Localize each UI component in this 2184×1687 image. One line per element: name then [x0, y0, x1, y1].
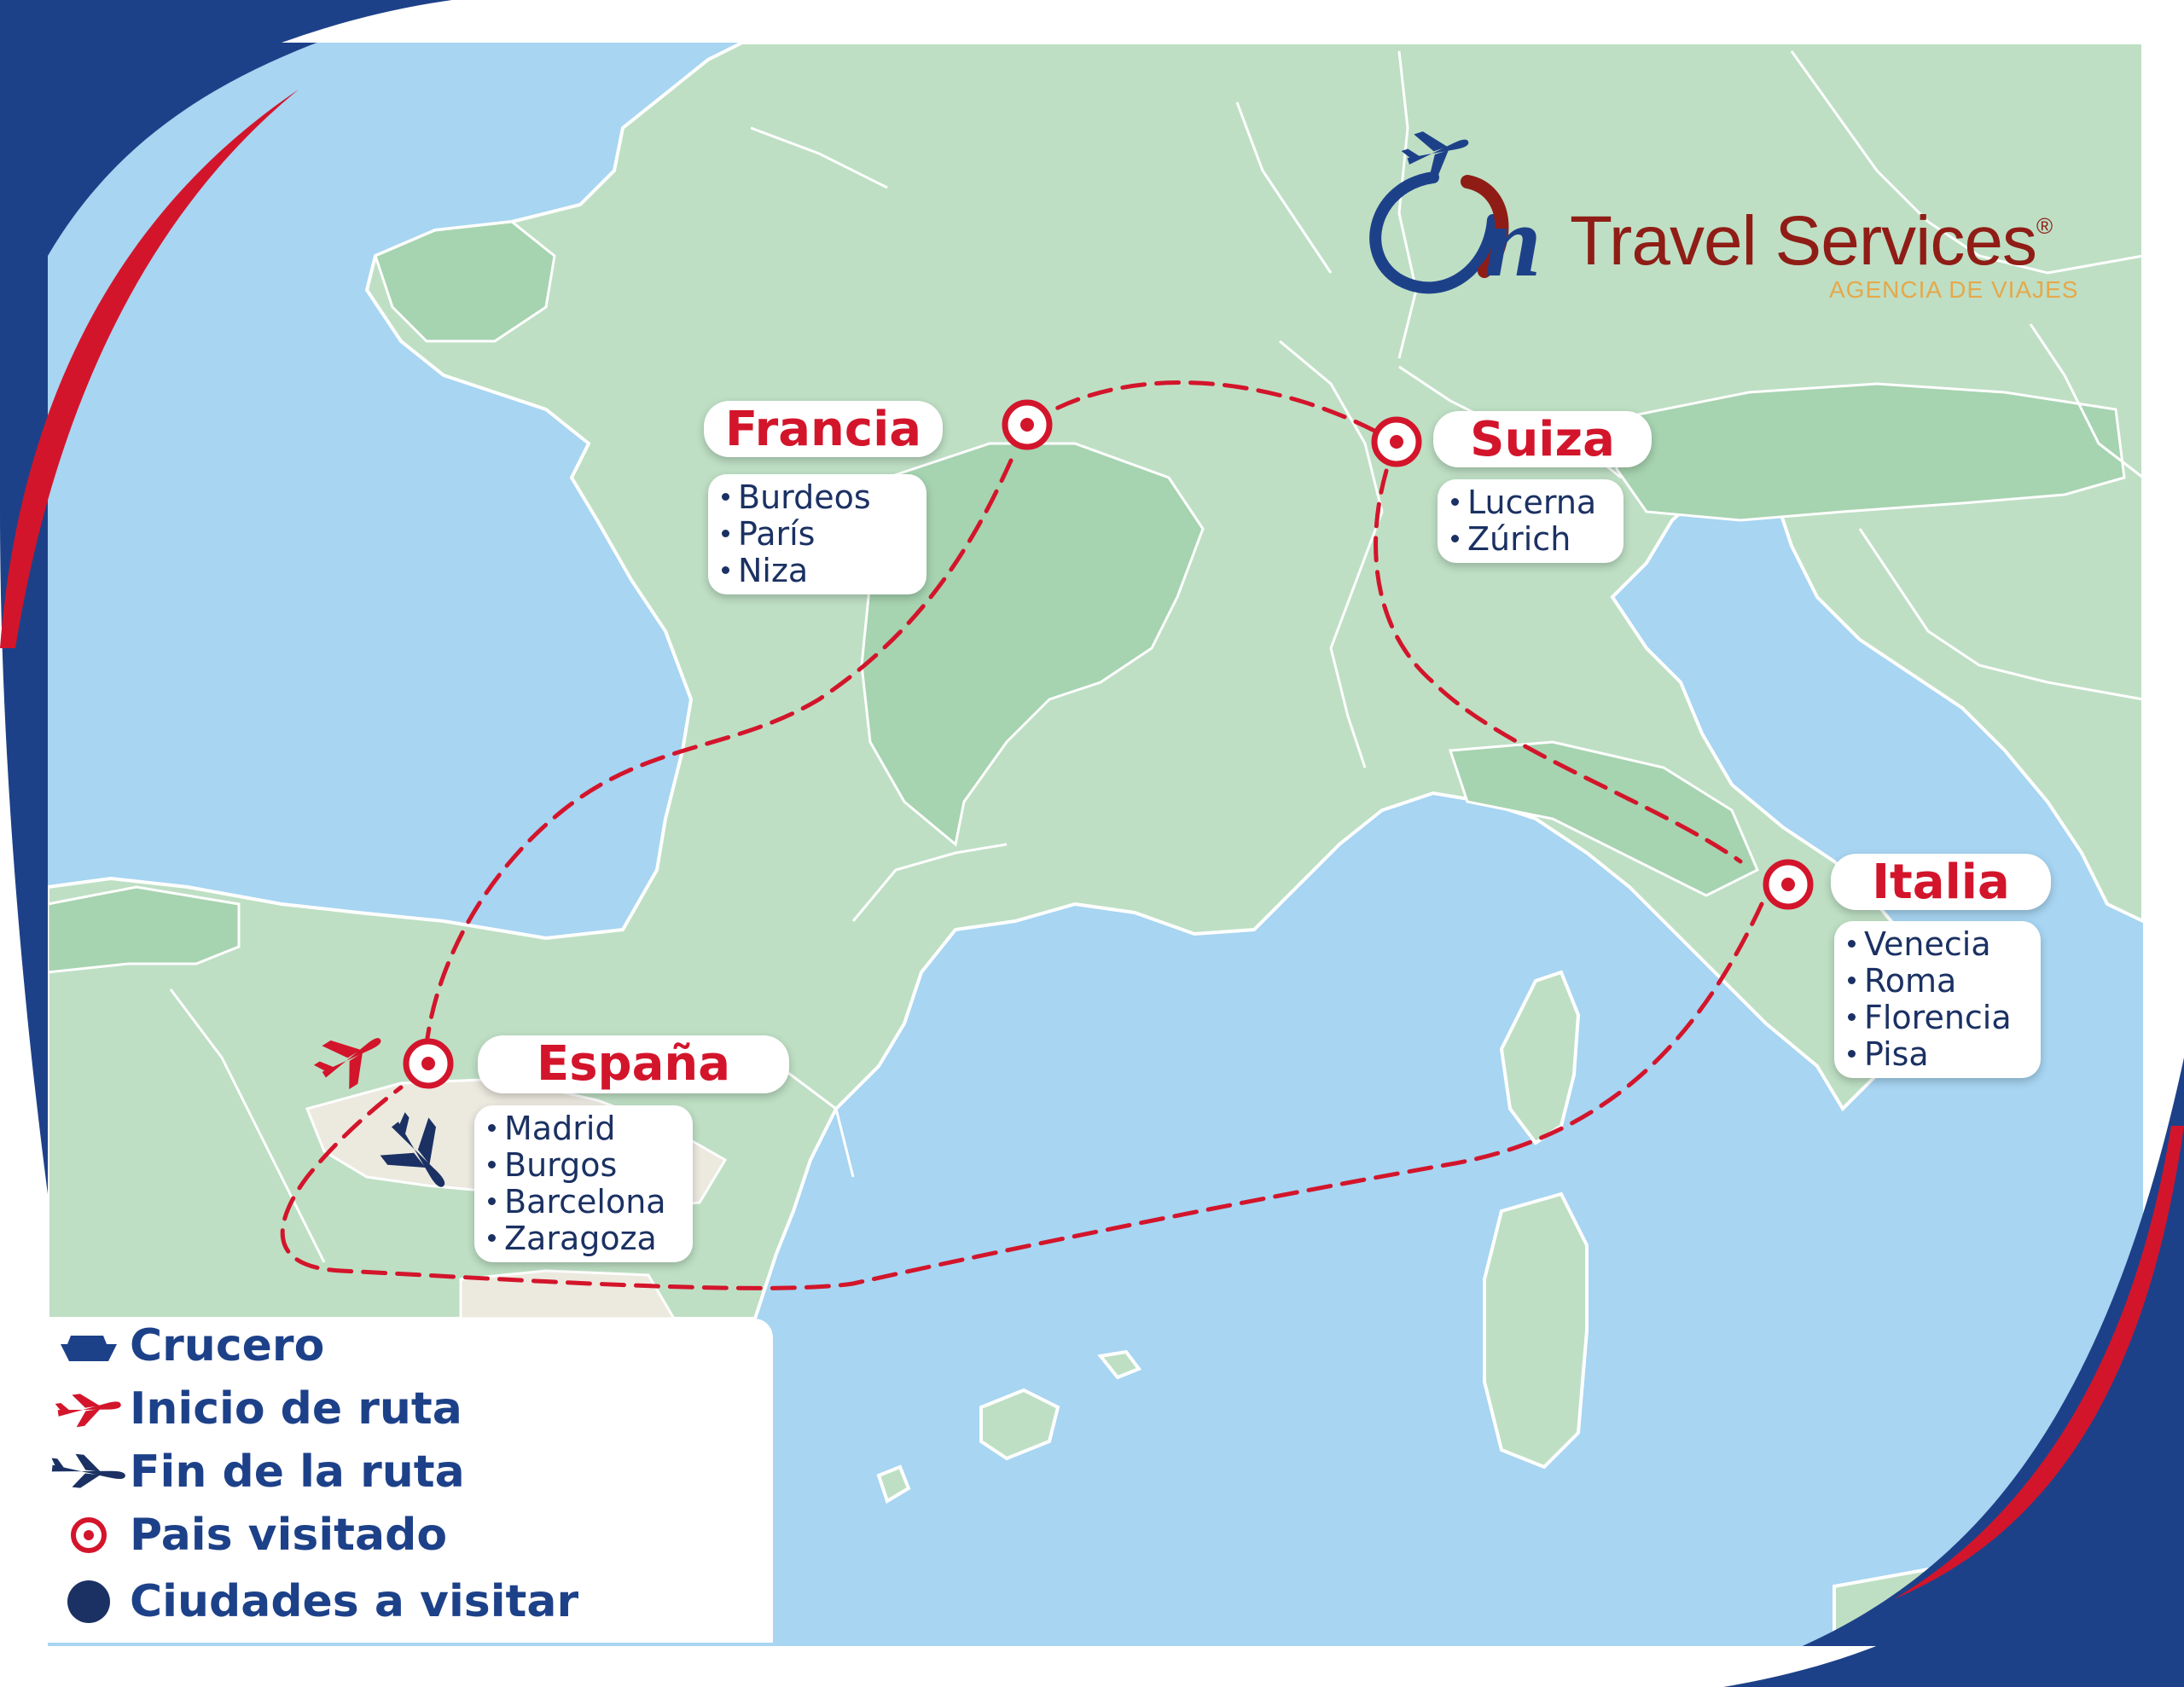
dot-icon — [488, 1124, 496, 1132]
brand-tagline: AGENCIA DE VIAJES — [1829, 276, 2079, 303]
city-item: Zaragoza — [488, 1220, 677, 1257]
city-item: Burdeos — [722, 479, 911, 516]
dot-icon — [1451, 498, 1459, 506]
dot-icon — [1451, 535, 1459, 542]
dot-icon — [722, 530, 729, 537]
land-region-brittany — [374, 220, 556, 343]
dot-icon — [1848, 1050, 1856, 1058]
island-sardinia — [1483, 1191, 1589, 1470]
island-mallorca — [979, 1388, 1060, 1461]
marker-italia[interactable] — [1763, 859, 1814, 910]
city-item: Florencia — [1848, 1000, 2025, 1036]
registered-mark: ® — [2036, 212, 2053, 239]
legend-label-route-end: Fin de la ruta — [130, 1446, 465, 1498]
marker-francia[interactable] — [1002, 399, 1053, 450]
city-item: Niza — [722, 553, 911, 589]
city-list-espana: Madrid Burgos Barcelona Zaragoza — [474, 1105, 693, 1262]
city-item: Lucerna — [1451, 484, 1608, 521]
legend-label-country: Pais visitado — [130, 1510, 448, 1561]
legend-item-country: Pais visitado — [48, 1508, 447, 1562]
route-end-plane-icon — [380, 1112, 445, 1187]
land-region-po — [1448, 740, 1759, 897]
land-region-alps — [1615, 382, 2126, 522]
brand-name: Travel Services® — [1570, 202, 2053, 280]
marker-espana[interactable] — [403, 1038, 454, 1089]
dot-icon — [1848, 1013, 1856, 1021]
country-label-suiza: Suiza — [1470, 412, 1615, 467]
dot-icon — [722, 493, 729, 501]
logo-ring — [1369, 171, 1499, 294]
plane-landing-icon — [48, 1445, 130, 1499]
island-menorca — [1097, 1349, 1142, 1380]
map-legend: Crucero Inicio de ruta — [48, 1319, 773, 1643]
city-item: Pisa — [1848, 1036, 2025, 1073]
legend-label-cruise: Crucero — [130, 1320, 325, 1371]
frame-swoosh-right-blue-lower — [1723, 1279, 2184, 1687]
marker-suiza[interactable] — [1371, 416, 1422, 467]
country-pill-italia[interactable]: Italia — [1831, 854, 2051, 910]
city-item: Burgos — [488, 1147, 677, 1184]
legend-item-route-start: Inicio de ruta — [48, 1382, 462, 1436]
land-region-france — [860, 442, 1205, 847]
legend-item-cruise: Crucero — [48, 1319, 324, 1373]
dot-icon — [488, 1197, 496, 1205]
dot-icon — [48, 1574, 130, 1629]
dot-icon — [722, 566, 729, 574]
brand-logo: n Travel Services® AGENCIA DE VIAJES — [1339, 109, 2090, 314]
country-pill-francia[interactable]: Francia — [704, 401, 943, 457]
dot-icon — [488, 1234, 496, 1242]
city-item: Barcelona — [488, 1184, 677, 1220]
city-list-italia: Venecia Roma Florencia Pisa — [1834, 921, 2041, 1078]
city-list-francia: Burdeos París Niza — [708, 474, 926, 594]
city-item: Venecia — [1848, 926, 2025, 963]
city-item: Roma — [1848, 963, 2025, 1000]
logo-plane-icon — [1401, 131, 1469, 180]
logo-ring-red — [1461, 175, 1509, 278]
logo-letter-n: n — [1484, 184, 1542, 298]
frame-swoosh-left-blue — [0, 0, 452, 1194]
island-ibiza — [876, 1464, 911, 1504]
frame-bottom-white — [0, 1646, 2184, 1687]
city-item: Madrid — [488, 1110, 677, 1147]
route-start-plane-icon — [313, 1038, 381, 1090]
cruise-ship-icon — [48, 1319, 130, 1373]
country-label-espana: España — [536, 1036, 731, 1092]
logo-mark: n — [1369, 131, 1542, 298]
legend-item-cities: Ciudades a visitar — [48, 1574, 578, 1629]
frame-swoosh-top-white — [282, 0, 2184, 43]
target-marker-icon — [48, 1508, 130, 1562]
country-pill-suiza[interactable]: Suiza — [1433, 411, 1652, 467]
country-label-italia: Italia — [1872, 855, 2010, 910]
legend-label-route-start: Inicio de ruta — [130, 1383, 462, 1435]
legend-label-cities: Ciudades a visitar — [130, 1576, 579, 1627]
island-corsica — [1499, 970, 1581, 1145]
plane-takeoff-icon — [48, 1382, 130, 1436]
land-region-iberia-north — [46, 885, 241, 974]
city-list-suiza: Lucerna Zúrich — [1438, 479, 1623, 563]
city-item: Zúrich — [1451, 521, 1608, 558]
legend-item-route-end: Fin de la ruta — [48, 1445, 465, 1499]
route-line — [280, 380, 1764, 1290]
country-borders — [169, 50, 2144, 1263]
dot-icon — [1848, 940, 1856, 948]
dot-icon — [1848, 977, 1856, 984]
land-region-south — [459, 1269, 677, 1320]
country-pill-espana[interactable]: España — [478, 1035, 789, 1093]
dot-icon — [488, 1161, 496, 1168]
country-label-francia: Francia — [724, 402, 922, 457]
city-item: París — [722, 516, 911, 553]
